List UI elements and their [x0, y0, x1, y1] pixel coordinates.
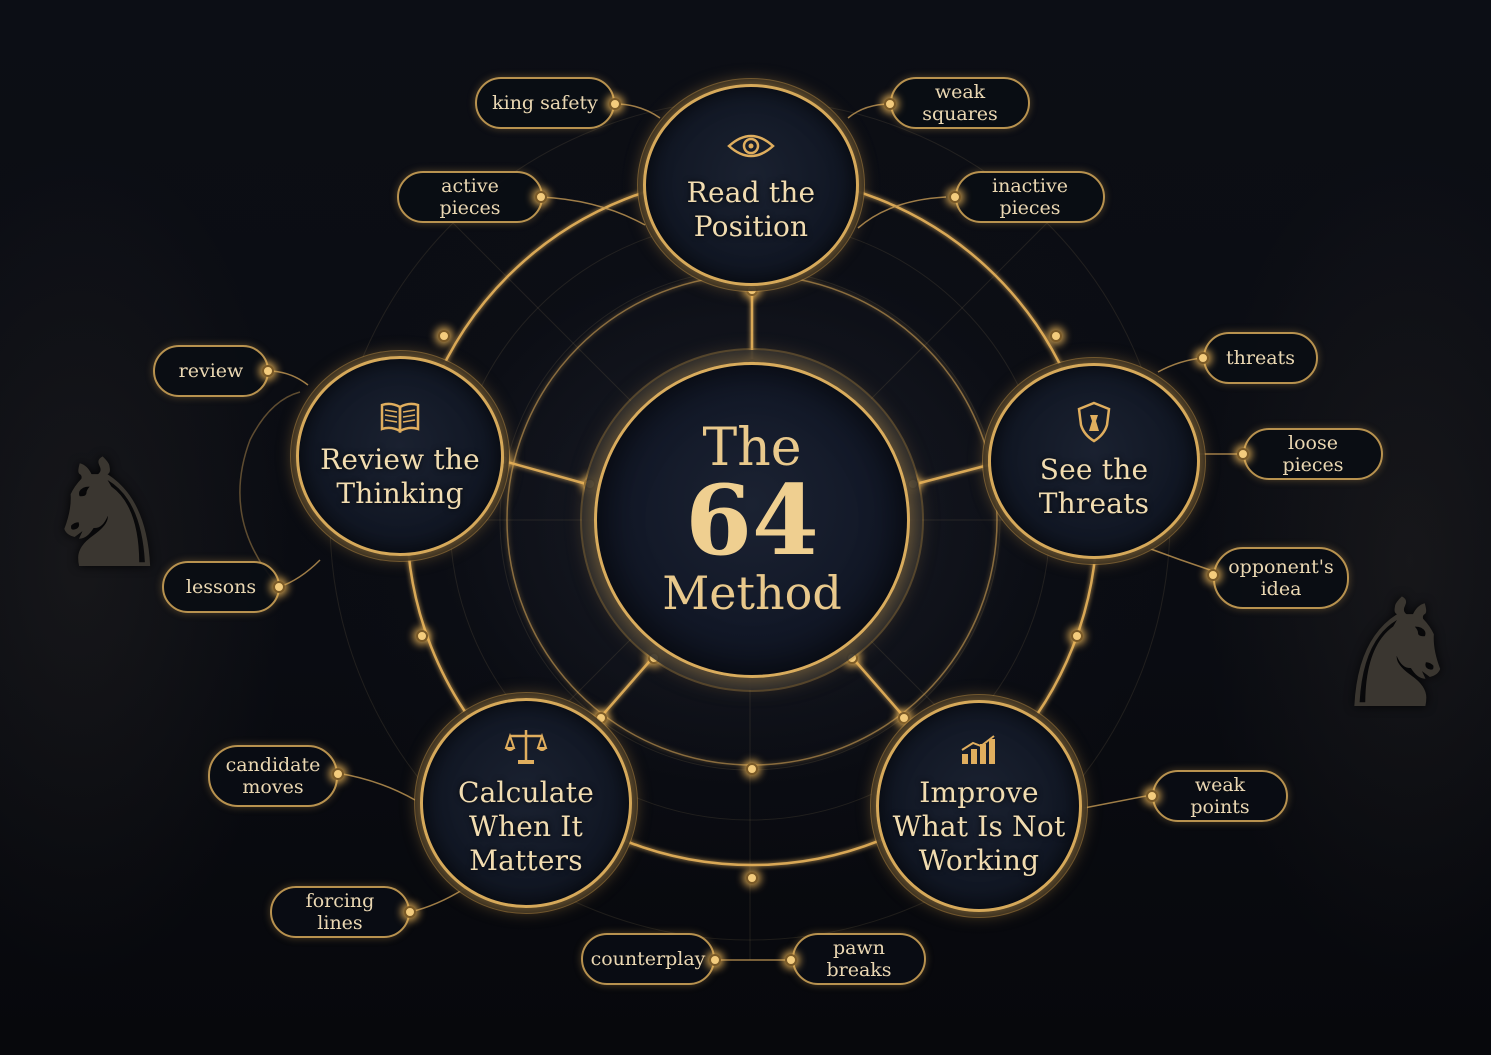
eye-icon [726, 126, 776, 170]
tag-connector-dot [709, 954, 721, 966]
tag-forcing-lines[interactable]: forcing lines [270, 886, 410, 938]
tag-candidate-moves[interactable]: candidate moves [208, 745, 338, 807]
tag-connector-dot [949, 191, 961, 203]
tag-connector-dot [262, 365, 274, 377]
junction-dot [595, 712, 607, 724]
node-review-the-thinking[interactable]: Review the Thinking [296, 356, 504, 556]
node-label: Working [918, 844, 1040, 877]
tag-connector-dot [1146, 790, 1158, 802]
title-line-3: Method [662, 566, 842, 620]
tag-inactive-pieces[interactable]: inactive pieces [955, 171, 1105, 223]
tag-loose-pieces[interactable]: loose pieces [1243, 428, 1383, 480]
node-label: What Is Not [892, 810, 1066, 843]
tag-connector-dot [332, 768, 344, 780]
node-label: Matters [469, 844, 583, 877]
node-label: Position [693, 210, 809, 243]
junction-dot [746, 872, 758, 884]
tag-weak-squares[interactable]: weak squares [890, 77, 1030, 129]
node-label: When It [468, 810, 584, 843]
junction-dot [648, 652, 660, 664]
node-calculate-when-it-matters[interactable]: Calculate When It Matters [420, 698, 632, 908]
spoke-bottom-right [849, 654, 906, 719]
tag-connector-dot [404, 906, 416, 918]
bar-chart-icon [959, 734, 999, 770]
spoke-left [499, 458, 591, 487]
tag-connector-dot [535, 191, 547, 203]
node-label: Threats [1038, 487, 1150, 520]
tag-connector-dot [884, 98, 896, 110]
tag-text-line: moves [242, 776, 304, 798]
junction-dot [584, 478, 596, 490]
tag-counterplay[interactable]: counterplay [581, 933, 715, 985]
node-label: Thinking [336, 477, 464, 510]
junction-dot [907, 478, 919, 490]
title-line-1: The [702, 418, 802, 478]
tag-connector-dot [1207, 569, 1219, 581]
junction-dot [438, 330, 450, 342]
tag-lessons[interactable]: lessons [162, 561, 280, 613]
node-label: See the [1039, 453, 1149, 486]
tag-threats[interactable]: threats [1203, 332, 1318, 384]
tag-text-line: opponent's [1228, 556, 1334, 578]
tag-connector-dot [609, 98, 621, 110]
tag-connector-dot [273, 581, 285, 593]
tag-connector-dot [1237, 448, 1249, 460]
junction-dot [846, 652, 858, 664]
node-label: Review the [320, 443, 480, 476]
tag-king-safety[interactable]: king safety [475, 77, 615, 129]
book-icon [379, 401, 421, 437]
node-label: Read the [686, 176, 816, 209]
tag-pawn-breaks[interactable]: pawn breaks [792, 933, 926, 985]
junction-dot [746, 763, 758, 775]
knight-statue-left-icon: ♞ [40, 428, 175, 602]
title-number: 64 [685, 464, 819, 577]
node-improve-what-is-not-working[interactable]: Improve What Is Not Working [876, 700, 1082, 912]
tag-connector-dot [785, 954, 797, 966]
junction-dot [416, 630, 428, 642]
tag-text-line: idea [1260, 578, 1302, 600]
tag-text-line: candidate [225, 754, 321, 776]
tag-weak-points[interactable]: weak points [1152, 770, 1288, 822]
node-label: Improve [919, 776, 1039, 809]
shield-icon [1076, 401, 1112, 447]
tag-opponents-idea[interactable]: opponent's idea [1213, 547, 1349, 609]
spoke-bottom-left [599, 654, 656, 719]
center-title-node: The 64 Method [594, 362, 910, 678]
junction-dot [898, 712, 910, 724]
tag-review[interactable]: review [153, 345, 269, 397]
node-read-the-position[interactable]: Read the Position [643, 84, 859, 286]
tag-connector-dot [1197, 352, 1209, 364]
spoke-right [911, 460, 1001, 487]
junction-dot [1071, 630, 1083, 642]
node-label: Calculate [457, 776, 595, 809]
junction-dot [1050, 330, 1062, 342]
scales-icon [504, 728, 548, 770]
tag-active-pieces[interactable]: active pieces [397, 171, 543, 223]
node-see-the-threats[interactable]: See the Threats [988, 363, 1200, 559]
